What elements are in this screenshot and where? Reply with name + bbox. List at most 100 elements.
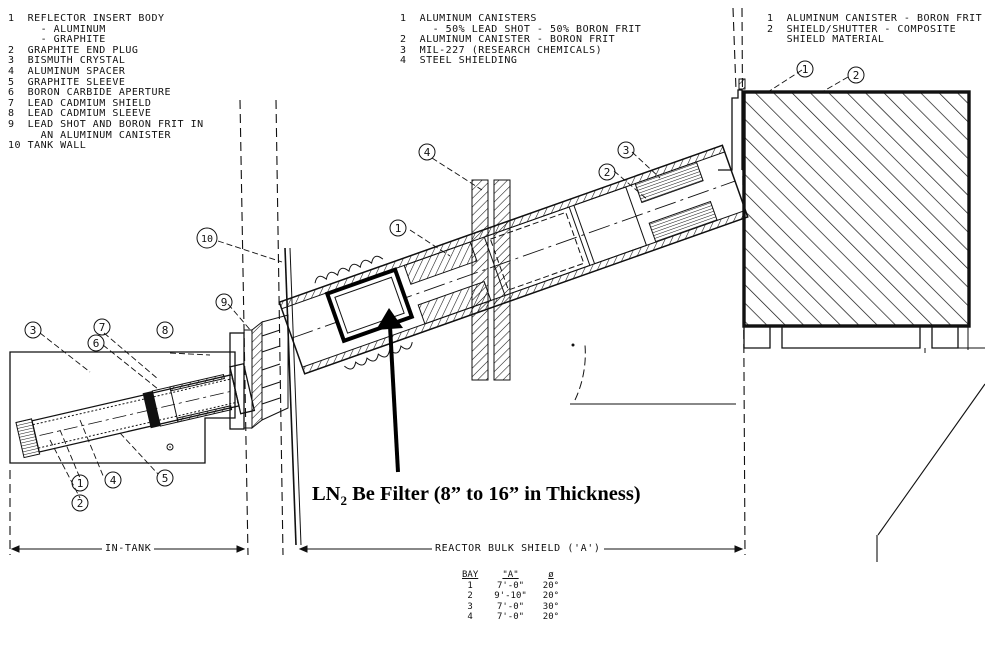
callout-leaders <box>39 69 849 499</box>
legend-item-text: ALUMINUM CANISTERS <box>419 13 537 24</box>
legend-item-number: 7 <box>8 97 28 109</box>
svg-text:1: 1 <box>395 222 402 235</box>
steel-shielding <box>471 179 511 381</box>
legend-item-text: SHIELD MATERIAL <box>786 34 885 46</box>
bay-table-cell: 30° <box>542 601 560 612</box>
legend-item: 8 LEAD CADMIUM SLEEVE <box>8 109 204 120</box>
legend-item-number: 4 <box>400 55 420 67</box>
legend-item-text: GRAPHITE END PLUG <box>27 44 139 56</box>
legend-item: 2 ALUMINUM CANISTER - BORON FRIT <box>400 34 641 46</box>
callout-bulk-3: 3 <box>617 141 635 159</box>
callout-shutter-1: 1 <box>796 60 814 78</box>
legend-item-text: BORON CARBIDE APERTURE <box>27 87 172 99</box>
callout-shutter-2: 2 <box>847 66 865 84</box>
legend-item: 3 BISMUTH CRYSTAL <box>8 56 204 67</box>
ln2-be-filter-caption: LN2 Be Filter (8” to 16” in Thickness) <box>312 483 641 509</box>
legend-item: 4 STEEL SHIELDING <box>400 56 641 67</box>
legend-item: 3 MIL-227 (RESEARCH CHEMICALS) <box>400 44 641 57</box>
legend-item: 10 TANK WALL <box>8 140 204 152</box>
legend-item: 5 GRAPHITE SLEEVE <box>8 76 204 89</box>
region-label-reactor-bulk-shield: REACTOR BULK SHIELD ('A') <box>432 543 604 554</box>
svg-text:4: 4 <box>110 474 117 487</box>
legend-item-text: LEAD CADMIUM SHIELD <box>27 97 152 109</box>
legend-item: SHIELD MATERIAL <box>767 34 982 46</box>
bay-table-row: 1 7'-0" 20° <box>454 581 567 592</box>
legend-item-number: 10 <box>8 140 28 152</box>
legend-item: 7 LEAD CADMIUM SHIELD <box>8 97 204 110</box>
callout-tank-4: 4 <box>104 471 122 489</box>
beam-angle-indicator <box>570 343 736 405</box>
legend-item-number: 2 <box>767 23 787 35</box>
legend-item-text: MIL-227 (RESEARCH CHEMICALS) <box>419 44 603 56</box>
callout-tank-1: 1 <box>71 474 89 492</box>
legend-item: AN ALUMINUM CANISTER <box>8 129 204 142</box>
legend-item-text: LEAD SHOT AND BORON FRIT IN <box>27 118 204 130</box>
callout-bulk-1: 1 <box>389 219 407 237</box>
callout-tank-7: 7 <box>93 318 111 336</box>
bay-table-cell: 9'-10" <box>494 591 527 601</box>
svg-text:3: 3 <box>30 324 37 337</box>
legend-item-text: AN ALUMINUM CANISTER <box>27 129 172 141</box>
legend-item-text: SHIELD/SHUTTER - COMPOSITE <box>786 23 957 35</box>
callout-tank-5: 5 <box>156 469 174 487</box>
legend-item-number: 8 <box>8 108 28 120</box>
bay-table-cell: 7'-0" <box>496 612 525 622</box>
legend-item-number: 2 <box>400 34 420 46</box>
legend-item-text: - GRAPHITE <box>27 34 106 46</box>
reflector-insert-body <box>9 351 236 464</box>
legend-item-text: ALUMINUM CANISTER - BORON FRIT <box>419 34 616 46</box>
callout-tank-2: 2 <box>71 494 89 512</box>
bay-table-cell: 20° <box>542 591 560 601</box>
legend-item-text: BISMUTH CRYSTAL <box>27 55 126 67</box>
bay-table-row: 2 9'-10" 20° <box>454 591 567 602</box>
legend-item-text: TANK WALL <box>27 140 87 152</box>
bulk-shield-beam-tube <box>278 144 749 375</box>
bay-table-header: ø <box>548 570 554 580</box>
legend-item-text: ALUMINUM CANISTER - BORON FRIT <box>786 13 983 24</box>
callout-bulk-4: 4 <box>418 143 436 161</box>
callout-tank-9: 9 <box>215 293 233 311</box>
svg-text:4: 4 <box>424 146 431 159</box>
bay-table-cell: 3 <box>467 601 473 612</box>
legend-item-text: REFLECTOR INSERT BODY <box>27 13 165 24</box>
legend-item-text: - ALUMINUM <box>27 23 106 35</box>
callout-bulk-2: 2 <box>598 163 616 181</box>
bay-table-header: BAY <box>462 570 479 580</box>
legend-item-number: 3 <box>8 55 28 67</box>
callout-tank-8: 8 <box>156 321 174 339</box>
svg-text:6: 6 <box>93 337 100 350</box>
legend-item: 2 GRAPHITE END PLUG <box>8 44 204 57</box>
legend-item: 1 ALUMINUM CANISTER - BORON FRIT <box>767 13 983 25</box>
shield-shutter-block <box>718 78 985 353</box>
callout-markers: 3 7 6 8 1 4 5 2 9 10 4 1 3 2 1 2 <box>24 60 865 512</box>
legend-item-number: 1 <box>8 13 28 24</box>
bay-table-cell: 7'-0" <box>496 580 525 591</box>
legend-item-number: 6 <box>8 87 28 99</box>
bay-table-cell: 20° <box>542 580 560 591</box>
svg-text:2: 2 <box>604 166 611 179</box>
legend-item-number: 1 <box>767 13 787 24</box>
bay-table-cell: 4 <box>467 612 473 622</box>
legend-in-tank-components: 1 REFLECTOR INSERT BODY - ALUMINUM - GRA… <box>8 13 204 152</box>
legend-item-text: ALUMINUM SPACER <box>27 65 126 77</box>
callout-tank-10: 10 <box>196 227 218 249</box>
legend-item: 9 LEAD SHOT AND BORON FRIT IN <box>8 118 204 131</box>
legend-bulk-shield-components: 1 ALUMINUM CANISTERS - 50% LEAD SHOT - 5… <box>400 13 641 67</box>
legend-item: 1 ALUMINUM CANISTERS <box>400 13 641 25</box>
floor-lines <box>876 383 985 562</box>
legend-item-number: 5 <box>8 76 28 88</box>
lead-shot-canister-flange <box>229 314 289 430</box>
legend-item: 6 BORON CARBIDE APERTURE <box>8 87 204 99</box>
svg-text:2: 2 <box>853 69 860 82</box>
region-label-in-tank: IN-TANK <box>102 543 155 554</box>
legend-item-text: GRAPHITE SLEEVE <box>27 76 126 88</box>
bay-table-cell: 2 <box>467 591 473 601</box>
bay-table-cell: 1 <box>467 580 473 591</box>
svg-text:8: 8 <box>162 324 169 337</box>
svg-text:7: 7 <box>99 321 106 334</box>
legend-item: 1 REFLECTOR INSERT BODY <box>8 13 204 25</box>
svg-text:5: 5 <box>162 472 169 485</box>
